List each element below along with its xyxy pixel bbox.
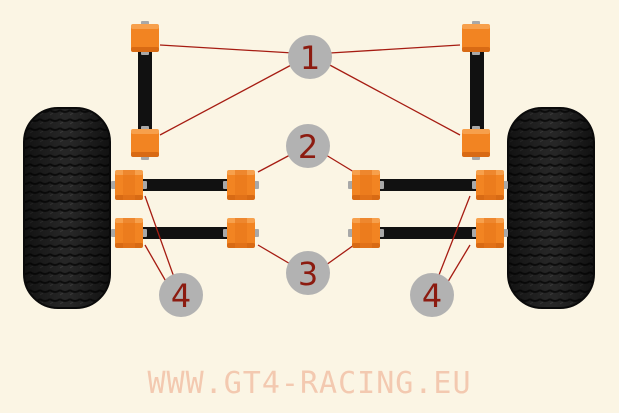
bushing-outer-right-upper <box>472 170 508 200</box>
badge-4-left-label: 4 <box>171 277 191 315</box>
bushing-top-left <box>131 21 159 55</box>
badge-4-left: 4 <box>159 273 203 317</box>
left-upper-arm <box>130 179 242 191</box>
arms <box>130 40 490 239</box>
badge-4-right-label: 4 <box>422 277 442 315</box>
watermark-text: WWW.GT4-RACING.EU <box>147 366 472 401</box>
bushing-inner-left-upper <box>223 170 259 200</box>
bushing-mid-right <box>462 126 490 160</box>
bushing-inner-left-lower <box>223 218 259 248</box>
right-tyre <box>507 107 595 309</box>
badge-3: 3 <box>286 251 330 295</box>
badge-1: 1 <box>288 35 332 79</box>
badge-1-label: 1 <box>300 39 320 77</box>
left-tyre <box>23 107 111 309</box>
badge-2-label: 2 <box>298 128 318 166</box>
left-lower-arm <box>130 227 242 239</box>
leader-lines <box>144 44 471 286</box>
badge-4-right: 4 <box>410 273 454 317</box>
bushing-outer-left-lower <box>111 218 147 248</box>
right-vertical-link <box>470 40 484 146</box>
right-upper-arm <box>368 179 490 191</box>
bushing-mid-left <box>131 126 159 160</box>
right-lower-arm <box>368 227 490 239</box>
bushing-outer-left-upper <box>111 170 147 200</box>
left-vertical-link <box>138 40 152 146</box>
bushing-top-right <box>462 21 490 55</box>
badge-3-label: 3 <box>298 255 318 293</box>
badge-2: 2 <box>286 124 330 168</box>
bushing-outer-right-lower <box>472 218 508 248</box>
bushing-inner-right-upper <box>348 170 384 200</box>
bushing-inner-right-lower <box>348 218 384 248</box>
